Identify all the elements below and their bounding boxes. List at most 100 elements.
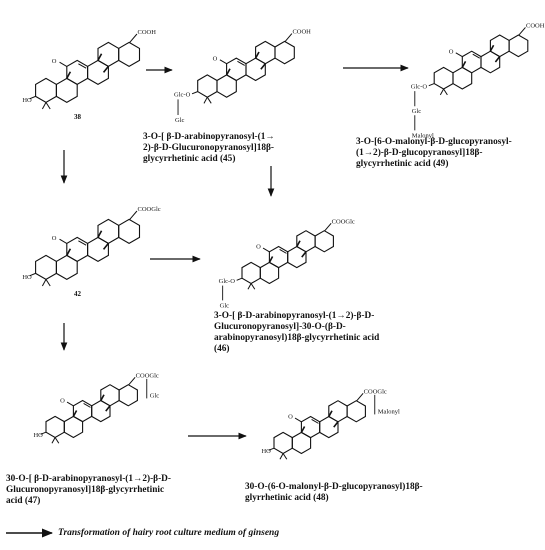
c4-methyl-a-46 [247, 283, 252, 290]
c4-methyl-b-38 [45, 102, 51, 110]
methyl-42-0 [66, 248, 72, 256]
compound-48-name: 30-O-(6-O-malonyl-β-D-glucopyranosyl)18β… [245, 482, 423, 503]
double-bond-38 [78, 63, 87, 69]
c3-label-38: HO [22, 97, 32, 104]
c4-methyl-a-45 [203, 96, 208, 104]
ring-49-0 [433, 66, 454, 90]
ketone-label-46: O [256, 244, 261, 251]
c4-methyl-b-42 [45, 279, 51, 287]
ketone-label-49: O [449, 48, 454, 55]
c3-bond-48 [268, 447, 275, 451]
ring-42-5 [118, 218, 141, 245]
ketone-bond-45 [219, 59, 227, 65]
c3-bond-42 [29, 272, 36, 277]
ketone-bond-48 [294, 417, 302, 423]
legend-text: Transformation of hairy root culture med… [58, 528, 280, 538]
ring-46-0 [241, 261, 261, 285]
ring-38-0 [35, 77, 57, 104]
methyl-49-0 [461, 61, 467, 68]
ring-45-5 [274, 40, 295, 65]
ring-47-5 [118, 384, 138, 407]
double-bond-48 [311, 419, 319, 424]
methyl-38-0 [66, 71, 72, 79]
methyl-49-2 [494, 56, 501, 63]
ring-42-0 [35, 254, 57, 281]
acid-label-49: COOH [526, 22, 545, 29]
c4-methyl-a-48 [279, 453, 284, 460]
methyl-38-2 [102, 65, 109, 73]
ketone-bond-47 [66, 401, 74, 407]
ring-48-5 [346, 400, 366, 423]
c4-methyl-b-47 [54, 437, 60, 444]
methyl-45-0 [225, 68, 231, 76]
methyl-45-2 [260, 63, 266, 70]
c4-methyl-a-38 [41, 102, 47, 110]
c4-methyl-a-49 [439, 88, 445, 96]
sugar-label-49-1: Malonyl [412, 132, 434, 139]
ketone-label-42: O [52, 235, 57, 242]
compound-number-42: 42 [74, 290, 82, 298]
acid-bond-42 [129, 210, 138, 220]
acid-label-47: COOGlc [136, 372, 159, 379]
acid-bond-48 [356, 392, 364, 401]
sugar-label-46-0: Glc [220, 302, 230, 309]
acid-label-48: COOGlc [364, 388, 387, 395]
ketone-bond-42 [59, 238, 67, 244]
acid-bond-49 [518, 27, 526, 36]
c3-label-45: Glc-O [174, 92, 191, 99]
c3-bond-45 [191, 91, 198, 95]
methyl-47-1 [100, 394, 105, 401]
double-bond-49 [472, 53, 481, 59]
c4-methyl-b-45 [206, 96, 212, 104]
double-bond-45 [237, 60, 245, 66]
c4-methyl-b-48 [282, 453, 288, 460]
ketone-bond-46 [262, 247, 270, 253]
double-bond-46 [279, 249, 287, 254]
c4-methyl-a-47 [51, 437, 56, 444]
acid-sub-label-48: Malonyl [378, 408, 400, 415]
c4-methyl-b-49 [443, 88, 448, 96]
double-bond-47 [83, 403, 91, 408]
ketone-label-48: O [288, 414, 293, 421]
ketone-label-45: O [213, 55, 218, 62]
acid-sub-label-47: Glc [150, 392, 160, 399]
acid-bond-47 [128, 376, 136, 385]
ketone-bond-49 [455, 52, 463, 57]
acid-bond-46 [324, 222, 332, 231]
ring-47-0 [45, 415, 65, 439]
acid-label-38: COOH [138, 29, 157, 36]
ketone-label-38: O [52, 58, 57, 65]
methyl-47-0 [72, 410, 78, 417]
ring-48-0 [273, 431, 293, 455]
methyl-47-2 [105, 405, 111, 412]
methyl-42-2 [102, 242, 109, 250]
c3-label-48: HO [261, 448, 271, 455]
ring-45-0 [197, 74, 218, 98]
sugar-label-49-0: Glc [412, 108, 422, 115]
acid-label-42: COOGlc [138, 206, 161, 213]
compound-47-name: 30-O-[ β-D-arabinopyranosyl-(1→2)-β-D- G… [6, 474, 171, 506]
ketone-bond-38 [59, 61, 67, 67]
ketone-label-47: O [60, 398, 65, 405]
c3-bond-38 [29, 95, 36, 100]
acid-label-46: COOGlc [332, 218, 355, 225]
methyl-42-1 [97, 230, 103, 238]
double-bond-42 [78, 240, 87, 246]
ring-38-5 [118, 41, 141, 68]
ring-46-5 [314, 230, 334, 253]
c3-label-49: Glc-O [411, 83, 428, 90]
compound-49-name: 3-O-[6-O-malonyl-β-D-glucopyranosyl- (1→… [356, 137, 512, 169]
methyl-46-2 [301, 251, 307, 258]
c3-bond-46 [236, 277, 243, 281]
c4-methyl-b-46 [250, 283, 256, 290]
acid-bond-38 [129, 33, 138, 43]
methyl-49-1 [489, 44, 495, 52]
methyl-48-0 [300, 426, 306, 433]
c3-label-42: HO [22, 274, 32, 281]
sugar-label-45-0: Glc [175, 117, 185, 124]
c3-label-46: Glc-O [219, 278, 236, 285]
